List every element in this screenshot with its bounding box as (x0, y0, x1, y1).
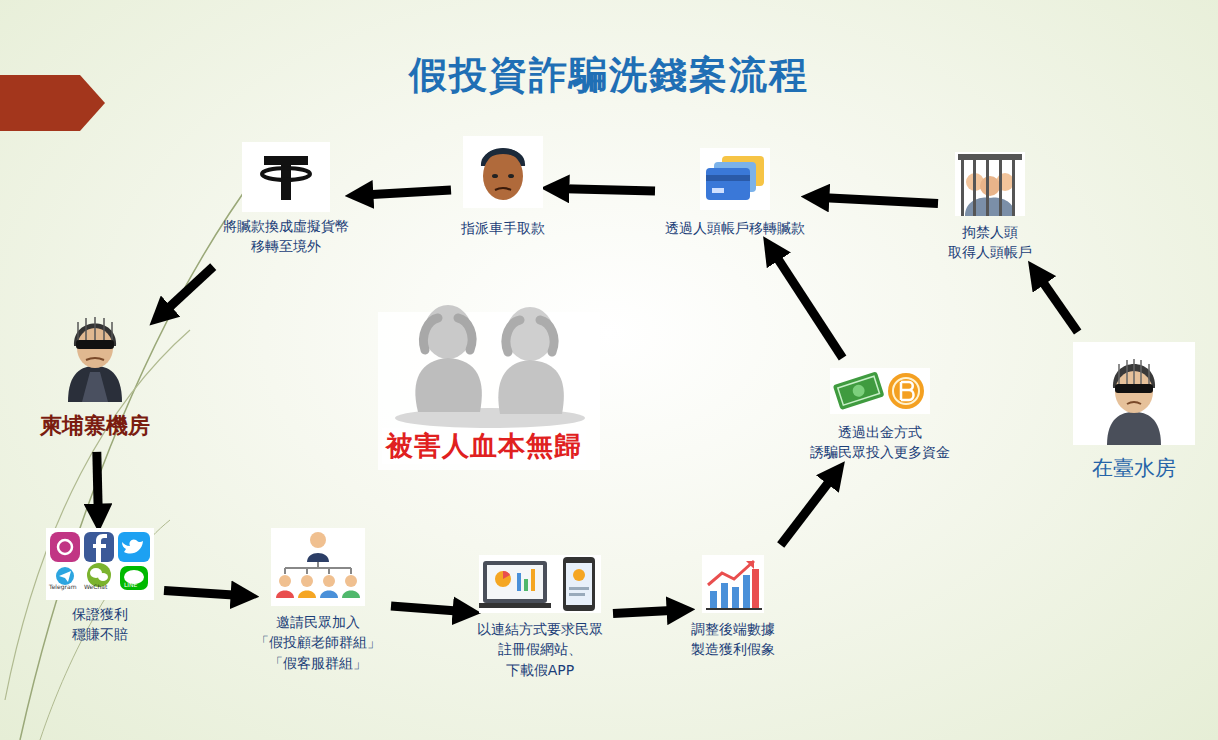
step-icon (60, 310, 130, 402)
step-icon (830, 368, 930, 414)
flow-arrow (1036, 273, 1077, 332)
app-name: WeChat (84, 583, 107, 590)
deco-curve (20, 170, 260, 740)
step-label: 指派車手取款 (461, 218, 545, 238)
flow-arrow (815, 197, 938, 203)
step-label: 調整後端數據 製造獲利假象 (691, 619, 775, 660)
process-step: 透過人頭帳戶移轉贓款 (665, 148, 805, 238)
step-icon (953, 150, 1027, 218)
step-label: 將贓款換成虛擬貨幣 移轉至境外 (223, 216, 349, 257)
flow-arrow (160, 267, 213, 316)
step-label: 在臺水房 (1092, 453, 1176, 483)
victims-illustration (378, 305, 600, 470)
diagram-title: 假投資詐騙洗錢案流程 (0, 50, 1218, 101)
process-step: 邀請民眾加入 「假投顧老師群組」 「假客服群組」 (255, 528, 381, 673)
step-icon (700, 148, 770, 210)
deco-curve (40, 520, 170, 740)
step-label: 透過人頭帳戶移轉贓款 (665, 218, 805, 238)
flow-arrow (613, 610, 681, 614)
step-icon (702, 555, 764, 613)
step-label: 邀請民眾加入 「假投顧老師群組」 「假客服群組」 (255, 612, 381, 673)
tab-marker (0, 75, 105, 131)
process-step: 透過出金方式 誘騙民眾投入更多資金 (810, 368, 950, 463)
process-step: 在臺水房 (1073, 342, 1195, 483)
process-step: 調整後端數據 製造獲利假象 (691, 555, 775, 660)
flow-arrow (555, 188, 655, 191)
step-label: 拘禁人頭 取得人頭帳戶 (948, 222, 1032, 263)
process-step: 拘禁人頭 取得人頭帳戶 (948, 150, 1032, 263)
process-step: 將贓款換成虛擬貨幣 移轉至境外 (223, 142, 349, 257)
deco-curve (5, 330, 190, 700)
step-label: 透過出金方式 誘騙民眾投入更多資金 (810, 422, 950, 463)
app-name: LINE (124, 581, 137, 588)
flow-arrow (391, 606, 467, 612)
process-step: 柬埔寨機房 (40, 310, 150, 442)
process-step: 指派車手取款 (461, 136, 545, 238)
step-label: 以連結方式要求民眾 註冊假網站、下載假APP (477, 619, 603, 680)
flow-arrow (771, 248, 843, 358)
step-icon (271, 528, 365, 606)
flow-arrow (97, 452, 99, 518)
process-step: 以連結方式要求民眾 註冊假網站、下載假APP (477, 555, 603, 680)
flow-arrow (781, 473, 836, 545)
victim-caption: 被害人血本無歸 (382, 428, 586, 464)
step-label: 保證獲利 穩賺不賠 (72, 604, 128, 645)
app-name: Telegram (49, 583, 77, 590)
step-icon (242, 142, 330, 212)
step-icon (463, 136, 543, 208)
step-icon (1073, 342, 1195, 445)
step-icon (479, 555, 601, 613)
flow-arrow (359, 190, 451, 195)
step-label: 柬埔寨機房 (40, 410, 150, 442)
flow-arrow (164, 590, 245, 595)
